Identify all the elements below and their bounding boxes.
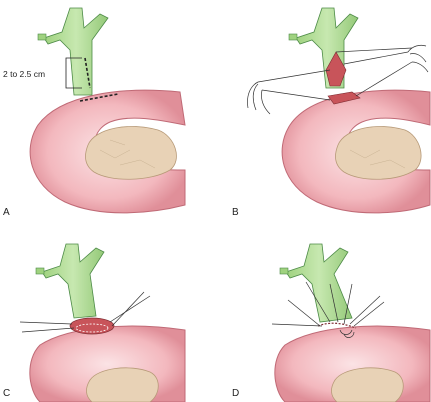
panel-c: C (3, 243, 186, 402)
measurement-label: 2 to 2.5 cm (3, 69, 45, 79)
panel-d: D (232, 243, 431, 402)
bile-duct-b (295, 7, 359, 89)
bile-duct-d (285, 243, 353, 323)
panel-label-d: D (232, 388, 239, 399)
panel-label-b: B (232, 207, 239, 218)
sutures-c (19, 291, 151, 333)
panel-label-c: C (3, 388, 10, 399)
bile-duct-c (41, 243, 105, 319)
panel-label-a: A (3, 207, 10, 218)
cyst-c (86, 367, 159, 402)
duct-incision-b (325, 51, 347, 87)
sutures-d (271, 281, 385, 338)
bile-duct-a (43, 7, 109, 96)
cyst-a (85, 126, 177, 180)
panel-b: B (232, 7, 431, 218)
anastomosis-c (69, 317, 115, 335)
measure-bracket (65, 57, 82, 89)
anastomosis-line-a (79, 93, 119, 102)
suture-line-d (317, 322, 357, 329)
cyst-b (335, 126, 422, 180)
incision-line-a (84, 57, 91, 89)
pancreas-incision-b (327, 91, 361, 105)
cyst-d (331, 367, 404, 402)
stay-sutures-b (247, 44, 429, 115)
panel-a: 2 to 2.5 cm A (3, 7, 186, 218)
pancreas-ring-b (281, 89, 431, 214)
pancreas-ring-a (29, 89, 186, 214)
